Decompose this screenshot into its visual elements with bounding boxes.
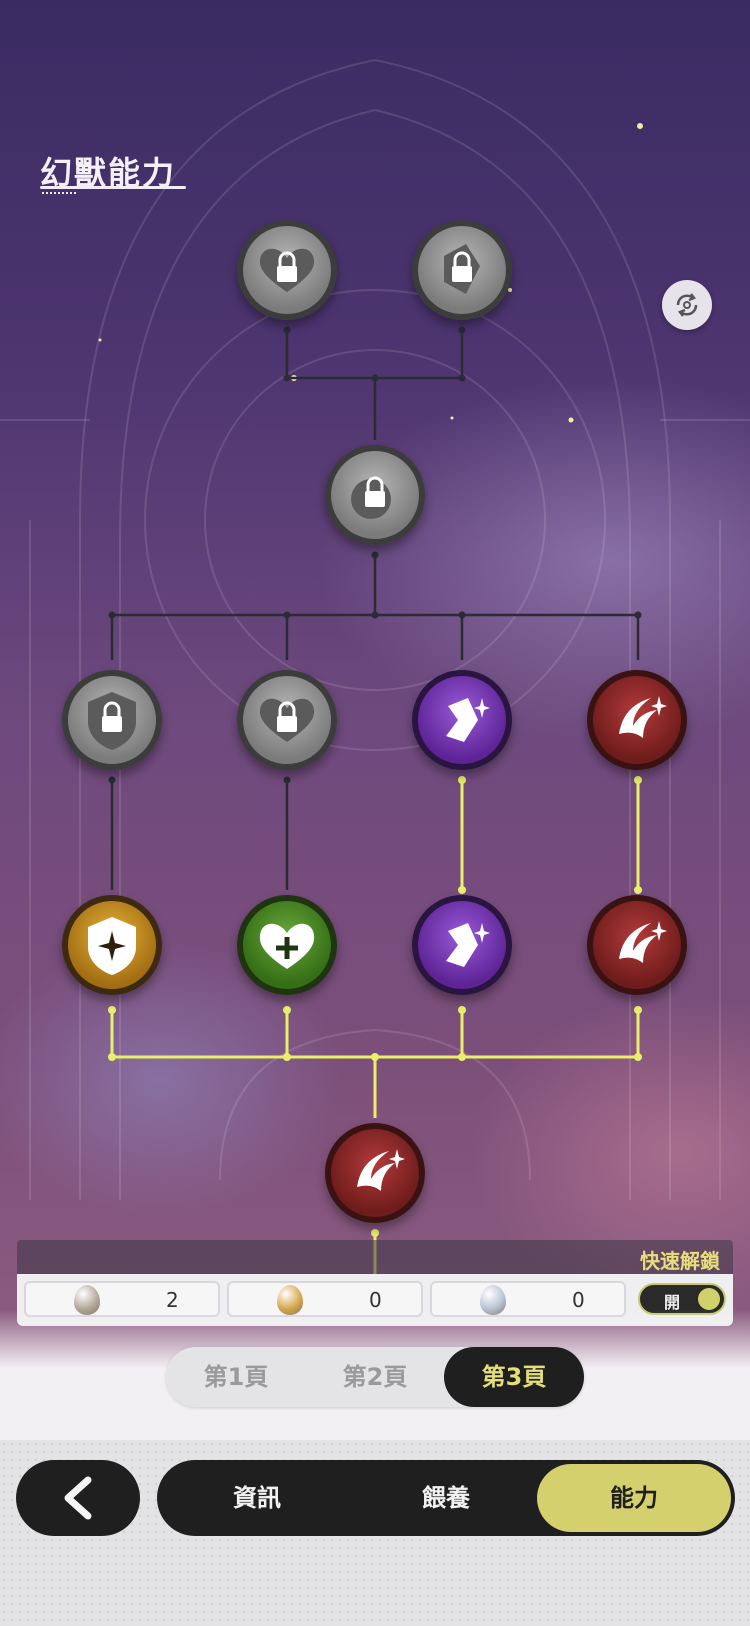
connector-joint	[458, 1053, 466, 1061]
page-title: 幻獸能力	[40, 154, 177, 192]
skill-node-slash-root[interactable]	[325, 1123, 425, 1223]
connector-joint	[634, 1053, 642, 1061]
slash-stats-icon	[357, 1149, 405, 1191]
skill-node-heart-locked-1[interactable]	[237, 220, 337, 320]
claw-stats-icon	[446, 923, 490, 967]
connector-top	[285, 330, 464, 380]
shield-sparkle-icon	[88, 917, 136, 975]
skill-node-heart-plus[interactable]	[237, 895, 337, 995]
resource-count: 0	[369, 1288, 382, 1312]
title-dots	[42, 192, 76, 196]
tab-feed[interactable]: 餵養	[422, 1484, 470, 1512]
skill-node-heart-locked-2[interactable]	[237, 670, 337, 770]
connector-mid-row	[110, 613, 640, 660]
connector-joint	[283, 374, 291, 382]
connector-joint	[283, 611, 291, 619]
toggle-knob	[698, 1288, 720, 1310]
active-connector-bottom-row	[110, 1010, 640, 1059]
connector-joint	[108, 1006, 116, 1014]
skill-node-claw-1[interactable]	[412, 670, 512, 770]
connector-joint	[458, 374, 466, 382]
connector-joint	[634, 776, 642, 784]
skill-node-slash-1[interactable]	[587, 670, 687, 770]
connector-joint	[458, 776, 466, 784]
skill-node-special-locked[interactable]	[325, 445, 425, 545]
tab-ability[interactable]: 能力	[537, 1464, 731, 1532]
special-stats-lock-icon	[351, 476, 391, 519]
skill-node-claw-locked-1[interactable]	[412, 220, 512, 320]
page-tab-2[interactable]: 第2頁	[342, 1363, 408, 1391]
shield-stats-lock-icon	[88, 692, 136, 750]
connector-joint	[283, 326, 291, 334]
connector-joint	[108, 1053, 116, 1061]
tab-info[interactable]: 資訊	[233, 1484, 281, 1512]
slash-stats-icon	[619, 921, 667, 963]
connector-joint	[371, 611, 379, 619]
resource-count: 2	[166, 1288, 179, 1312]
skill-node-slash-2[interactable]	[587, 895, 687, 995]
skill-node-shield-sparkle[interactable]	[62, 895, 162, 995]
connector-joint	[108, 611, 116, 619]
quick-unlock-header	[17, 1240, 733, 1274]
claw-stats-icon	[446, 698, 490, 742]
heart-plus-icon	[259, 923, 315, 969]
resource-count: 0	[572, 1288, 585, 1312]
slash-stats-icon	[619, 696, 667, 738]
skill-node-claw-2[interactable]	[412, 895, 512, 995]
connector-joint	[371, 1229, 379, 1237]
heart-stats-lock-icon	[259, 698, 315, 742]
bottom-nav: 資訊 餵養 能力	[157, 1460, 735, 1536]
toggle-label: 開	[664, 1293, 681, 1312]
connector-joint	[458, 611, 466, 619]
connector-joint	[108, 776, 116, 784]
quick-unlock-toggle[interactable]: 開	[638, 1283, 726, 1315]
back-button[interactable]	[16, 1460, 140, 1536]
chevron-left-icon	[64, 1476, 92, 1520]
refresh-icon	[676, 293, 698, 317]
title-underline	[40, 186, 186, 189]
skill-node-shield-locked[interactable]	[62, 670, 162, 770]
connector-joint	[371, 374, 379, 382]
connector-joint	[371, 1053, 379, 1061]
connector-joint	[458, 886, 466, 894]
refresh-button[interactable]	[662, 280, 712, 330]
connector-joint	[371, 551, 379, 559]
page-tab-3[interactable]: 第3頁	[444, 1347, 584, 1407]
heart-stats-lock-icon	[259, 248, 315, 292]
page-switcher: 第1頁 第2頁 第3頁	[166, 1347, 584, 1407]
connector-joint	[283, 1053, 291, 1061]
connector-joint	[283, 1006, 291, 1014]
page-tab-1[interactable]: 第1頁	[203, 1363, 269, 1391]
connector-joint	[634, 611, 642, 619]
connector-joint	[458, 1006, 466, 1014]
connector-joint	[634, 1006, 642, 1014]
claw-stats-lock-icon	[444, 244, 480, 294]
connector-joint	[634, 886, 642, 894]
connector-joint	[458, 326, 466, 334]
quick-unlock-label: 快速解鎖	[640, 1249, 720, 1273]
connector-joint	[283, 776, 291, 784]
